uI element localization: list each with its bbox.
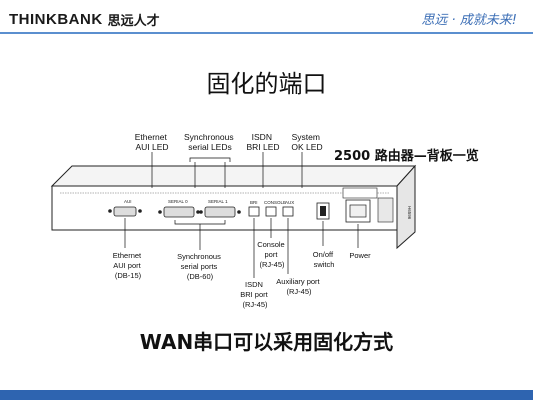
console-port <box>265 206 277 217</box>
aux-port <box>282 206 294 217</box>
panel-text-aux: AUX <box>285 200 294 205</box>
header-divider <box>0 32 533 34</box>
label-power: Power <box>349 251 371 260</box>
label-serial-ports: Synchronous serial ports (DB-60) <box>177 252 223 281</box>
label-serial-leds: Synchronous serial LEDs <box>184 132 236 152</box>
label-console-port: Console port (RJ-45) <box>257 240 287 269</box>
on-off-switch <box>316 202 330 220</box>
label-ethernet-aui-led: Ethernet AUI LED <box>135 132 170 152</box>
footer-bar <box>0 390 533 400</box>
label-on-off-switch: On/off switch <box>313 250 335 269</box>
label-system-ok-led: System OK LED <box>291 132 322 152</box>
slide-subtitle: WAN串口可以采用固化方式 <box>139 330 394 354</box>
page-title: 固化的端口 <box>206 70 327 98</box>
figure-id: H6596 <box>407 206 412 220</box>
label-auxiliary-port: Auxiliary port (RJ-45) <box>276 277 321 296</box>
aui-port <box>108 206 142 217</box>
diagram-caption: 2500 路由器—背板一览 <box>334 148 479 164</box>
panel-text-serial0: SERIAL 0 <box>168 199 188 204</box>
panel-text-aui: AUI <box>124 199 132 204</box>
spec-sticker <box>342 187 378 199</box>
power-label-plate <box>377 197 394 223</box>
logo-text-cn: 思远人才 <box>107 13 160 29</box>
port-leader-lines <box>124 218 359 278</box>
label-isdn-bri-led: ISDN BRI LED <box>246 132 279 152</box>
label-isdn-bri-port: ISDN BRI port (RJ-45) <box>240 280 270 309</box>
panel-text-console: CONSOLE <box>264 200 286 205</box>
panel-text-bri: BRI <box>250 200 258 205</box>
router-chassis <box>50 164 417 250</box>
label-ethernet-aui-port: Ethernet AUI port (DB-15) <box>113 251 143 280</box>
slogan: 思远 · 成就未来! <box>421 13 517 28</box>
led-leader-lines <box>151 152 303 188</box>
serial-port-1 <box>158 206 200 218</box>
company-logo: THINKBANK 思远人才 <box>9 10 160 29</box>
bri-port <box>248 206 260 217</box>
header-bar: THINKBANK 思远人才 思远 · 成就未来! <box>0 0 533 34</box>
logo-text-en: THINKBANK <box>9 10 103 28</box>
panel-text-serial1: SERIAL 1 <box>208 199 228 204</box>
serial-port-0 <box>199 206 241 218</box>
power-socket <box>345 199 371 223</box>
